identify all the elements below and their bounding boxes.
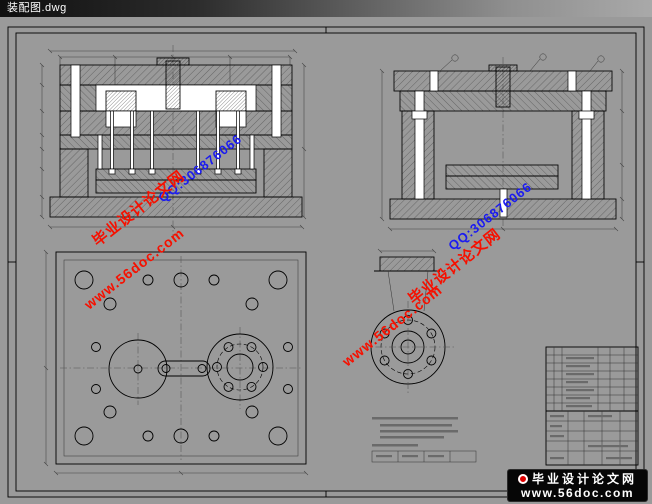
logo-seal-icon (517, 473, 528, 484)
front-section-view (39, 45, 307, 239)
logo-site-url: www.56doc.com (520, 485, 635, 500)
title-block (545, 346, 639, 466)
plan-view (43, 249, 309, 476)
flange-detail-view (362, 248, 454, 393)
window-title: 装配图.dwg (7, 2, 67, 14)
logo-site-name: 毕业设计论文网 (531, 471, 637, 486)
site-logo: 毕业设计论文网 www.56doc.com (507, 469, 648, 502)
side-section-view (379, 53, 625, 232)
window-titlebar[interactable]: 装配图.dwg (0, 0, 652, 17)
drawing-canvas (0, 17, 652, 504)
notes-block (371, 417, 477, 463)
cad-drawing (0, 17, 652, 504)
